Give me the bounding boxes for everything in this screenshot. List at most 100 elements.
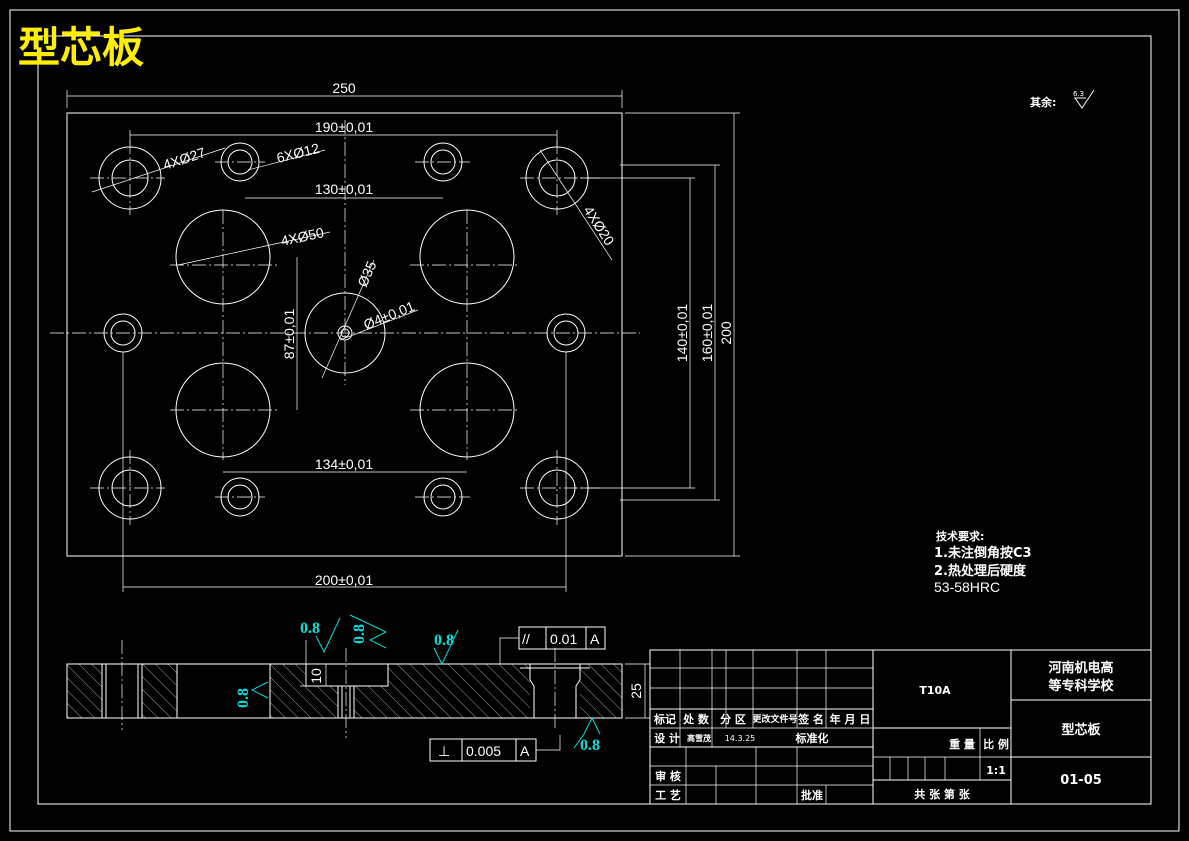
small-hole [423,477,463,517]
section-view: 25 10 [66,640,650,738]
large-hole [175,209,271,305]
dim-134-text: 134±0,01 [315,456,374,472]
svg-text:4XØ27: 4XØ27 [161,144,208,173]
drawing-number: 01-05 [1060,773,1102,788]
roughness-default-icon: 6.3 [1073,89,1095,109]
svg-text:0.8: 0.8 [351,624,368,644]
roughness-symbol: 0.8 [300,617,341,654]
svg-text:4XØ20: 4XØ20 [580,203,617,248]
part-name: 型芯板 [1061,722,1101,738]
plate-outline [66,112,623,557]
corner-hole [98,456,162,520]
dim-250-text: 250 [332,80,356,96]
small-hole [423,142,463,182]
svg-text:0.8: 0.8 [235,688,252,708]
dim-87: 87±0,01 [281,257,298,410]
roughness-symbol: 0.8 [349,614,387,649]
perpendicular-symbol: ⊥ [438,743,450,759]
dim-200-height: 200 [625,112,740,557]
scale-label: 比 例 [983,737,1009,751]
dim-250: 250 [66,80,623,108]
school-line2: 等专科学校 [1047,678,1114,694]
perpendicular-datum: A [520,743,530,759]
header-change-doc: 更改文件号 [752,713,797,725]
small-hole [220,477,260,517]
dim-10: 10 [300,640,330,687]
dim-200-width-text: 200±0,01 [315,572,374,588]
leader-6x12: 6XØ12 [247,140,326,171]
design-label: 设 计 [654,731,680,745]
large-hole [419,362,515,458]
svg-text:6XØ12: 6XØ12 [275,140,321,166]
outer-border [9,9,1180,832]
roughness-default-value: 6.3 [1073,90,1084,98]
approve-label: 批准 [801,788,823,802]
dim-140: 140±0,01 [580,177,695,489]
header-zone: 分 区 [720,712,746,726]
svg-text:Ø4±0,01: Ø4±0,01 [361,298,417,333]
process-label: 工 艺 [655,788,681,802]
parallel-symbol: // [522,631,530,647]
svg-text:0.8: 0.8 [434,632,454,649]
svg-text:Ø35: Ø35 [354,258,379,289]
dim-190: 190±0,01 [129,119,558,145]
drawing-title: 型芯板 [18,23,144,72]
large-hole [175,362,271,458]
svg-text:10: 10 [308,668,324,684]
dim-130: 130±0,01 [245,181,443,199]
corner-hole [98,146,162,210]
dim-160-text: 160±0,01 [699,304,715,363]
svg-text:4XØ50: 4XØ50 [279,224,325,249]
standardization-label: 标准化 [795,731,829,745]
roughness-symbol: 0.8 [235,681,269,708]
dim-87-text: 87±0,01 [281,309,297,360]
design-date: 14.3.25 [725,734,756,743]
leader-4x50: 4XØ50 [177,224,331,266]
plan-view: 250 190±0,01 130±0,01 134±0,01 200±0,01 [50,80,740,592]
dim-200-width: 200±0,01 [122,352,567,592]
material: T10A [919,684,951,697]
svg-text:0.8: 0.8 [300,620,320,637]
dim-190-text: 190±0,01 [315,119,374,135]
roughness-symbol: 0.8 [573,716,601,754]
large-hole [419,209,515,305]
school-line1: 河南机电高 [1048,660,1113,676]
header-signature: 签 名 [797,712,824,726]
header-date: 年 月 日 [830,712,871,726]
sheets-label: 共 张 第 张 [914,787,970,801]
tech-req-heading: 技术要求: [936,529,984,543]
technical-requirements: 技术要求: 1.未注倒角按C3 2.热处理后硬度 53-58HRC [934,529,1032,595]
corner-hole [525,456,589,520]
small-hole [220,142,260,182]
perpendicular-tolerance-frame: ⊥ 0.005 A [429,735,561,762]
tech-req-line2: 2.热处理后硬度 [934,563,1027,579]
corner-hole [525,146,589,210]
header-mark: 标记 [653,712,676,726]
title-block: T10A 河南机电高 等专科学校 型芯板 01-05 重 量 比 例 1:1 共… [649,649,1152,805]
roughness-symbol: 0.8 [433,629,459,666]
weight-label: 重 量 [949,737,975,751]
designer-name: 高雪茂 [687,733,711,743]
svg-text:0.8: 0.8 [580,737,600,754]
dim-160: 160±0,01 [620,164,720,501]
dim-140-text: 140±0,01 [674,304,690,363]
tech-req-line1: 1.未注倒角按C3 [934,545,1032,561]
parallel-datum: A [590,631,600,647]
parallel-tolerance-frame: // 0.01 A [499,626,606,664]
leader-4x20: 4XØ20 [539,149,618,261]
parallel-value: 0.01 [550,631,577,647]
header-count: 处 数 [682,712,710,726]
scale-value: 1:1 [986,764,1006,777]
dim-25: 25 [625,663,650,719]
inner-border [37,35,1152,805]
dim-134: 134±0,01 [223,456,467,473]
dim-200-height-text: 200 [718,321,734,345]
center-hole [304,292,386,374]
perpendicular-value: 0.005 [466,743,501,759]
leader-4x27: 4XØ27 [91,144,226,193]
tech-req-line3: 53-58HRC [934,579,1000,595]
surface-note-label: 其余: [1030,95,1056,109]
dim-130-text: 130±0,01 [315,181,374,197]
review-label: 审 核 [655,769,681,783]
